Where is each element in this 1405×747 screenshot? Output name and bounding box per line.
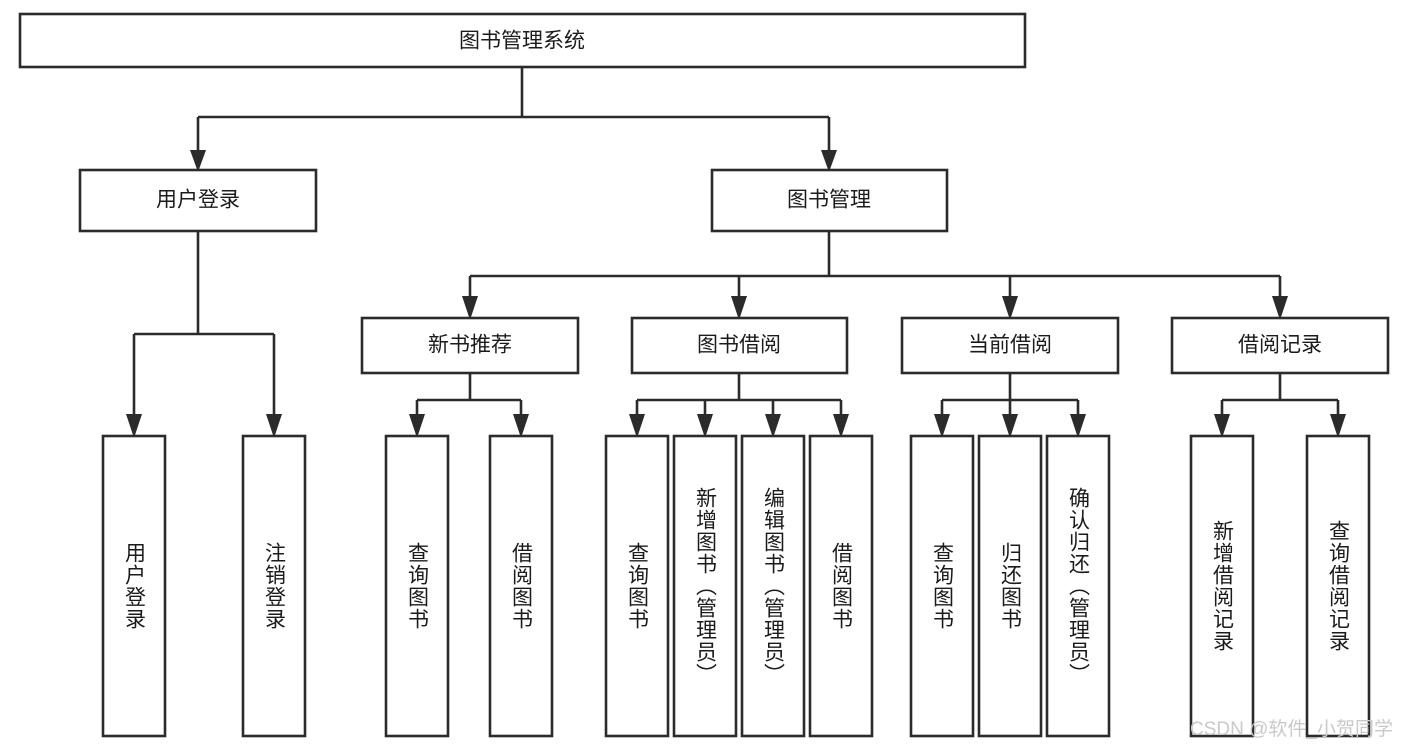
- arrowhead-br-leaf-2: [1330, 414, 1346, 438]
- node-current-borrow[interactable]: [900, 316, 1120, 375]
- leaf-book-borrow-0[interactable]: [604, 434, 670, 738]
- connector-group-borrow-record-children: [1214, 373, 1346, 438]
- arrowhead-bb-leaf-1: [629, 414, 645, 438]
- leaf-book-borrow-1[interactable]: [672, 434, 738, 738]
- arrowhead-bb-leaf-2: [697, 414, 713, 438]
- arrowhead-bb-leaf-4: [833, 414, 849, 438]
- node-new-book-recommend[interactable]: [360, 316, 580, 375]
- leaf-current-borrow-2[interactable]: [1045, 434, 1111, 738]
- node-borrow-record[interactable]: [1170, 316, 1390, 375]
- leaf-user-login-0[interactable]: [101, 434, 167, 738]
- arrowhead-borrow-record: [1272, 296, 1288, 320]
- leaf-current-borrow-1[interactable]: [977, 434, 1043, 738]
- connector-group-current-borrow-children: [934, 373, 1086, 438]
- connector-group-new-book-children: [409, 373, 529, 438]
- leaf-borrow-record-0[interactable]: [1189, 434, 1255, 738]
- leaf-new-book-1[interactable]: [488, 434, 554, 738]
- node-user-login[interactable]: [78, 168, 318, 233]
- arrowhead-cb-leaf-2: [1002, 414, 1018, 438]
- node-book-borrow[interactable]: [630, 316, 849, 375]
- arrowhead-cb-leaf-1: [934, 414, 950, 438]
- leaf-book-borrow-2[interactable]: [740, 434, 806, 738]
- arrowhead-leaf-logout: [266, 414, 282, 438]
- connector-group-root-to-level1: [190, 67, 837, 172]
- arrowhead-leaf-user-login: [126, 414, 142, 438]
- arrowhead-book-borrow: [731, 296, 747, 320]
- node-current-borrow-label: 当前借阅: [968, 334, 1052, 357]
- leaf-current-borrow-0[interactable]: [909, 434, 975, 738]
- node-book-manage-label: 图书管理: [787, 189, 871, 212]
- node-user-login-label: 用户登录: [156, 189, 240, 212]
- node-borrow-record-label: 借阅记录: [1238, 334, 1322, 357]
- arrowhead-br-leaf-1: [1214, 414, 1230, 438]
- leaf-borrow-record-1[interactable]: [1305, 434, 1371, 738]
- node-book-manage[interactable]: [710, 168, 949, 233]
- arrowhead-nb-leaf-1: [409, 414, 425, 438]
- leaf-user-login-1[interactable]: [241, 434, 307, 738]
- connector-group-book-manage-children: [462, 231, 1288, 320]
- arrowhead-book-manage: [821, 150, 837, 172]
- arrowhead-bb-leaf-3: [765, 414, 781, 438]
- node-new-book-recommend-label: 新书推荐: [428, 334, 512, 357]
- leaf-book-borrow-3[interactable]: [808, 434, 874, 738]
- node-book-borrow-label: 图书借阅: [697, 334, 781, 357]
- leaf-new-book-0[interactable]: [384, 434, 450, 738]
- arrowhead-user-login: [190, 150, 206, 172]
- arrowhead-nb-leaf-2: [513, 414, 529, 438]
- connector-group-book-borrow-children: [629, 373, 849, 438]
- arrowhead-current-borrow: [1002, 296, 1018, 320]
- arrowhead-new-book: [462, 296, 478, 320]
- connector-group-user-login-children: [126, 231, 282, 438]
- arrowhead-cb-leaf-3: [1070, 414, 1086, 438]
- node-root-label: 图书管理系统: [459, 30, 585, 53]
- node-root[interactable]: [18, 12, 1027, 69]
- csdn-watermark: CSDN @软件_小贺同学: [1190, 719, 1393, 740]
